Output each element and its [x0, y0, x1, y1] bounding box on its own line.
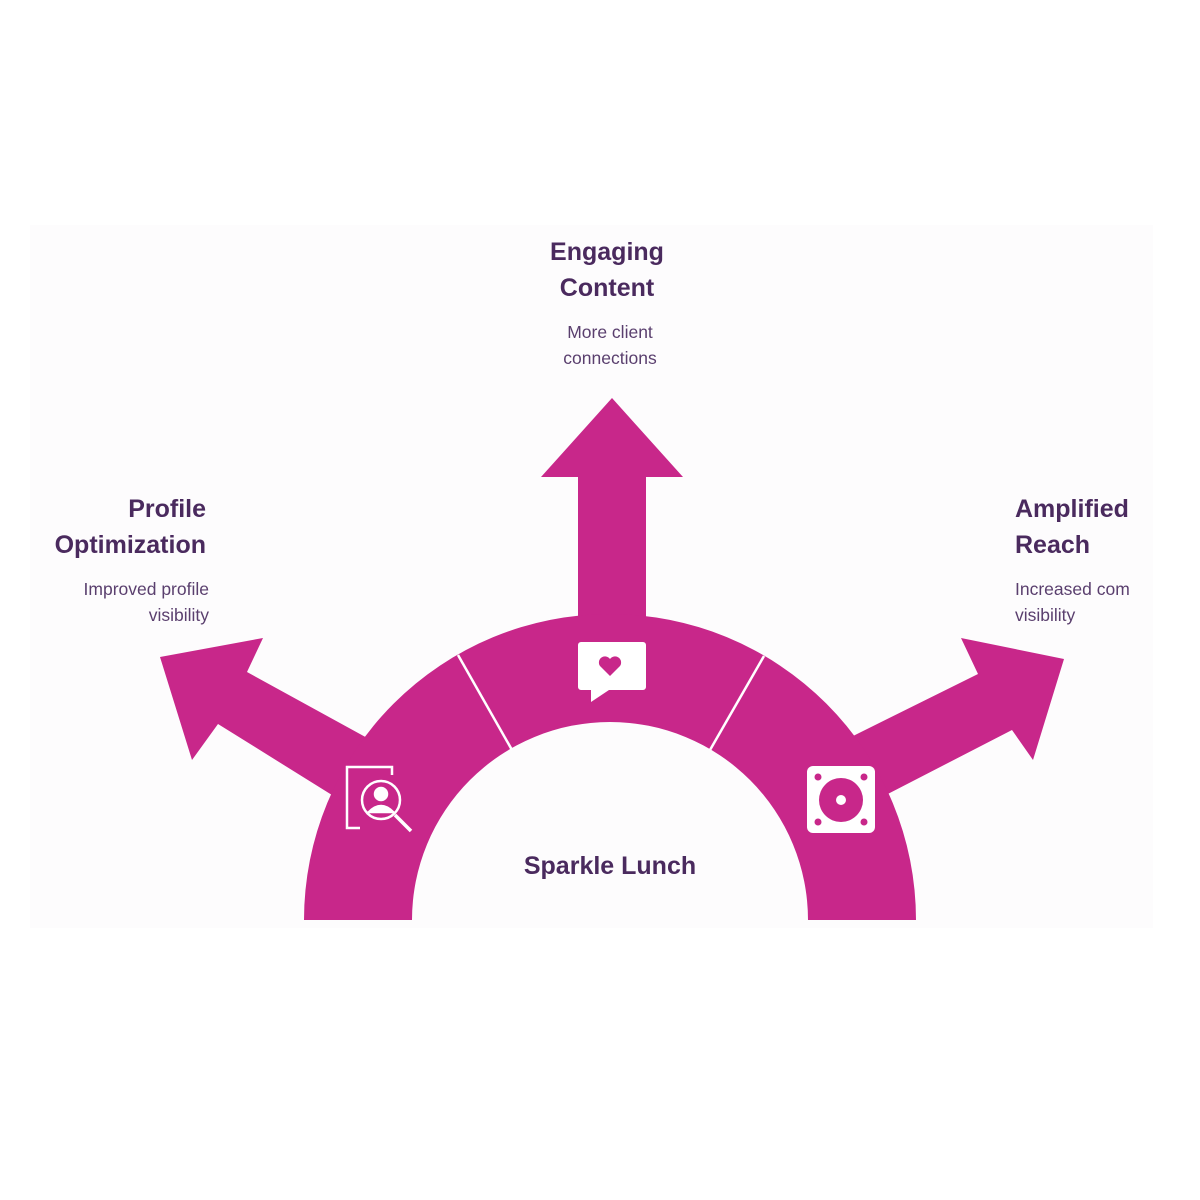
branch-top-desc-line2: connections: [563, 348, 657, 368]
arrow-right: [845, 638, 1064, 798]
arc-divider-left: [456, 654, 514, 751]
branch-right-title: Amplified Reach: [1015, 491, 1195, 563]
arrow-left: [160, 638, 380, 805]
branch-right-desc: Increased com visibility: [1015, 576, 1200, 628]
profile-search-icon: [345, 765, 413, 833]
branch-right-title-line1: Amplified: [1015, 495, 1129, 523]
branch-right-desc-line1: Increased com: [1015, 579, 1130, 599]
branch-top-title-line2: Content: [559, 274, 655, 302]
branch-top-title-line1: Engaging: [550, 238, 664, 266]
branch-left-desc-line2: visibility: [148, 605, 209, 625]
speaker-icon: [807, 766, 875, 833]
arc-ring: [304, 614, 916, 920]
arc-divider-right: [708, 655, 766, 751]
branch-top-title: Engaging Content: [507, 234, 707, 306]
arrow-top: [541, 398, 683, 640]
branch-right-title-line2: Reach: [1015, 531, 1091, 559]
branch-left-title-line2: Optimization: [54, 531, 206, 559]
branch-left-title: Profile Optimization: [0, 491, 206, 563]
branch-left-desc: Improved profile visibility: [0, 576, 209, 628]
branch-right-desc-line2: visibility: [1015, 605, 1076, 625]
heart-chat-icon: [578, 642, 646, 702]
center-label: Sparkle Lunch: [523, 852, 697, 880]
branch-left-desc-line1: Improved profile: [83, 579, 209, 599]
branch-left-title-line1: Profile: [128, 495, 206, 523]
branch-top-desc: More client connections: [510, 319, 710, 371]
branch-top-desc-line1: More client: [567, 322, 653, 342]
